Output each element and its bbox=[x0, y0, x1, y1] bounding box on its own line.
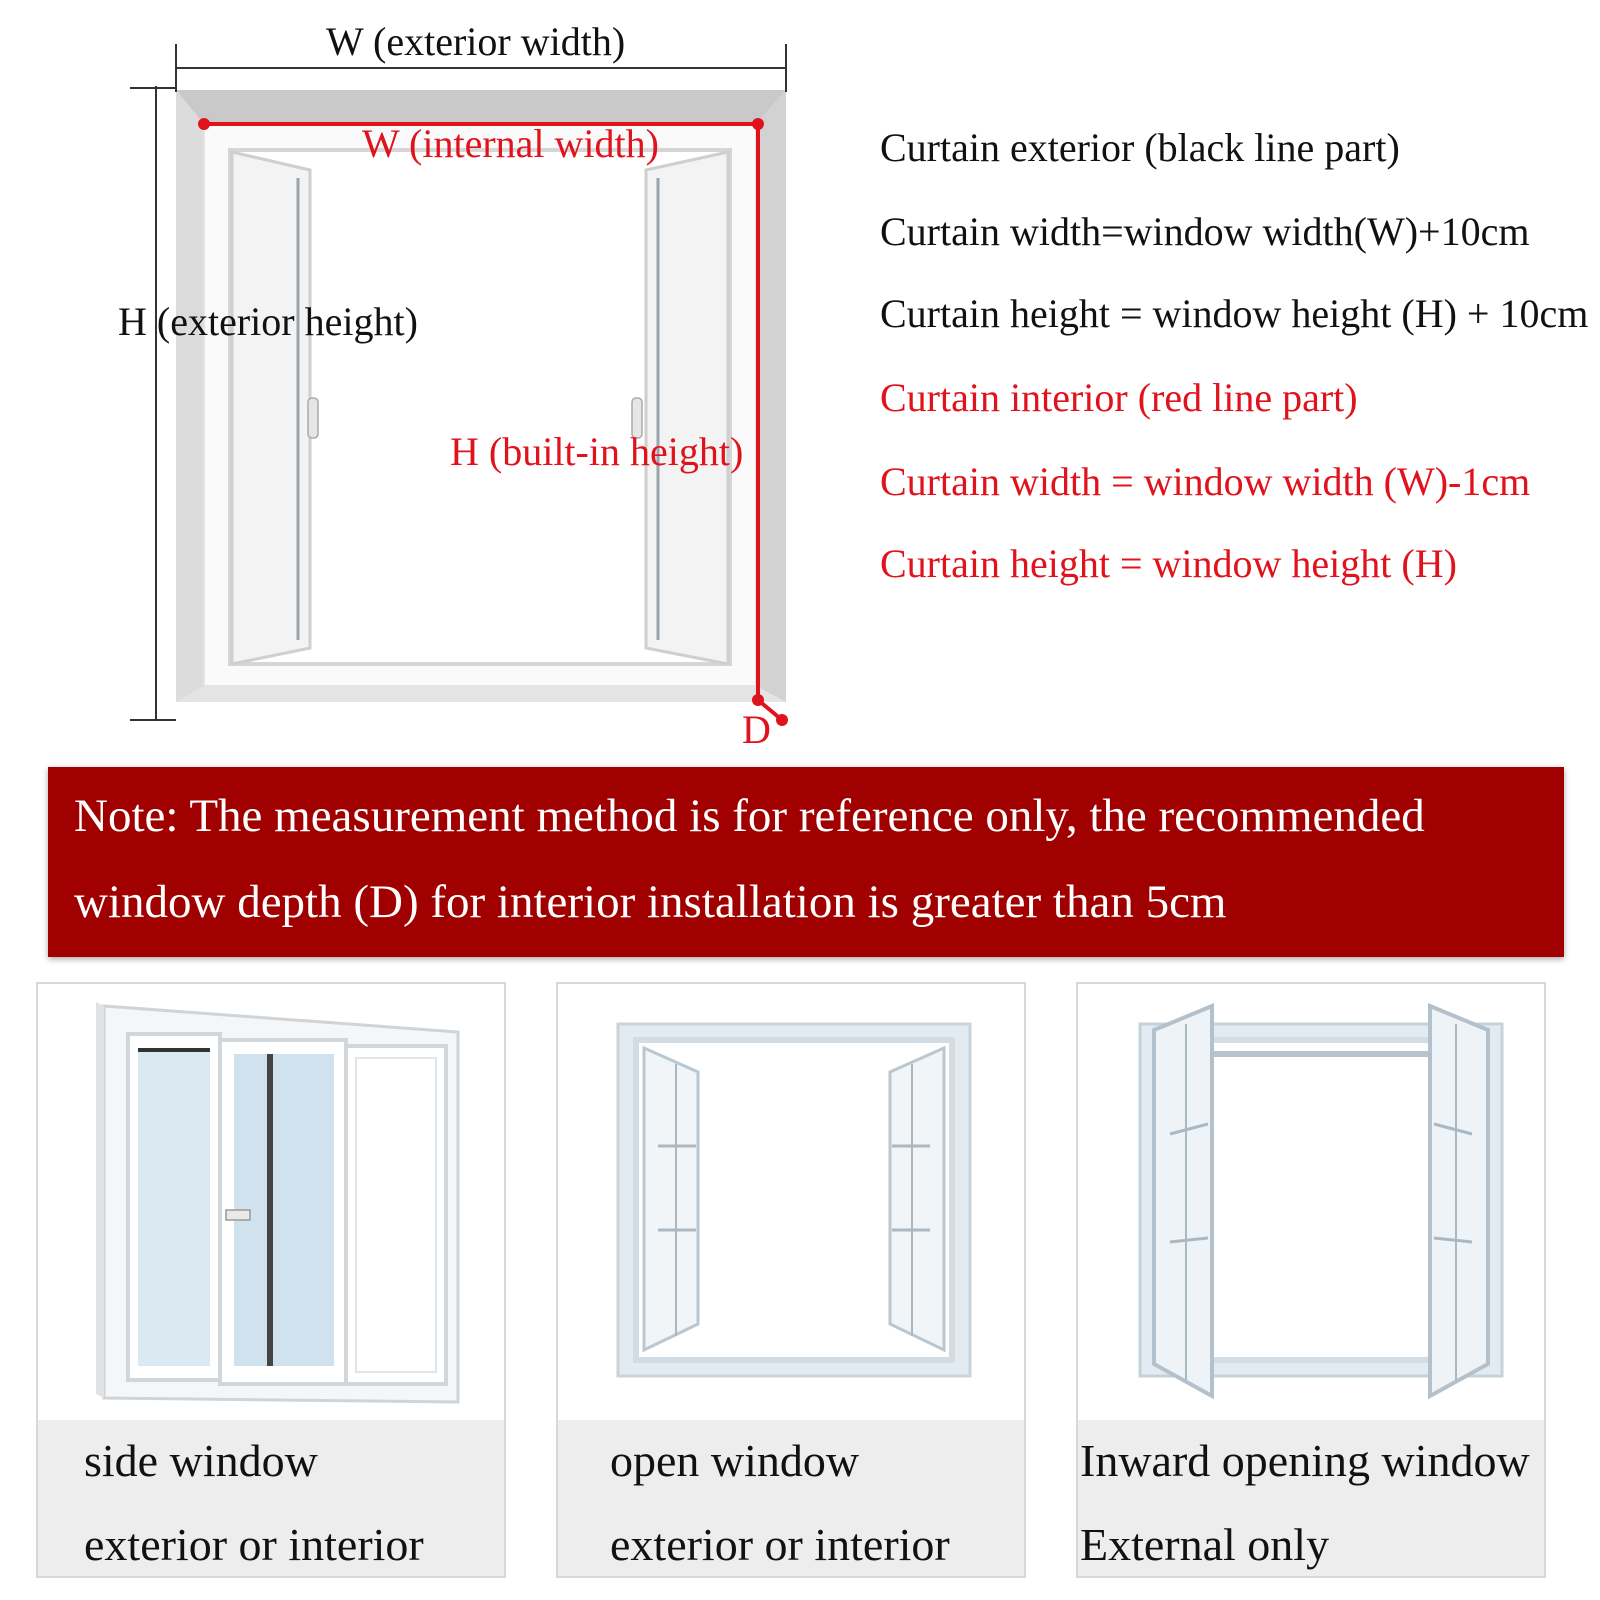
window-type-name: side window bbox=[84, 1435, 318, 1486]
card-open-window: open window exterior or interior bbox=[556, 982, 1026, 1578]
frame-sill bbox=[176, 686, 786, 702]
exterior-height-label: H (exterior height) bbox=[118, 299, 418, 344]
exterior-width-label: W (exterior width) bbox=[326, 19, 626, 64]
caption-side-window: side window exterior or interior bbox=[38, 1420, 504, 1576]
install-option: exterior or interior bbox=[84, 1519, 424, 1570]
caption-inward-opening-window: Inward opening window External only bbox=[1078, 1420, 1544, 1576]
window-type-name: open window bbox=[610, 1435, 860, 1486]
right-handle bbox=[631, 397, 643, 439]
builtin-height-label: H (built-in height) bbox=[450, 429, 744, 474]
frame-right-bevel bbox=[756, 90, 786, 702]
open-casement-window-icon bbox=[616, 1022, 972, 1378]
install-option: exterior or interior bbox=[610, 1519, 950, 1570]
window-type-name: Inward opening window bbox=[1080, 1435, 1530, 1486]
interior-heading: Curtain interior (red line part) bbox=[880, 375, 1358, 420]
depth-label: D bbox=[742, 707, 771, 752]
note-line-1: Note: The measurement method is for refe… bbox=[74, 790, 1425, 842]
inward-opening-window-icon bbox=[1138, 1003, 1504, 1400]
card-side-window: side window exterior or interior bbox=[36, 982, 506, 1578]
install-option: External only bbox=[1080, 1519, 1330, 1570]
left-handle bbox=[307, 397, 319, 439]
note-line-2: window depth (D) for interior installati… bbox=[74, 876, 1227, 928]
internal-width-label: W (internal width) bbox=[362, 121, 659, 166]
exterior-width-rule: Curtain width=window width(W)+10cm bbox=[880, 209, 1530, 254]
left-sash bbox=[230, 150, 312, 666]
sliding-window-icon bbox=[96, 1002, 460, 1404]
caption-open-window: open window exterior or interior bbox=[558, 1420, 1024, 1576]
exterior-height-rule: Curtain height = window height (H) + 10c… bbox=[880, 291, 1589, 336]
note-banner: Note: The measurement method is for refe… bbox=[48, 767, 1564, 957]
exterior-heading: Curtain exterior (black line part) bbox=[880, 125, 1400, 170]
card-inward-opening-window: Inward opening window External only bbox=[1076, 982, 1546, 1578]
interior-height-rule: Curtain height = window height (H) bbox=[880, 541, 1457, 586]
frame-left-bevel bbox=[176, 90, 204, 702]
right-sash bbox=[644, 150, 730, 666]
window-frame-illustration bbox=[130, 44, 788, 726]
frame-top-bevel bbox=[176, 90, 786, 124]
interior-width-rule: Curtain width = window width (W)-1cm bbox=[880, 459, 1531, 504]
